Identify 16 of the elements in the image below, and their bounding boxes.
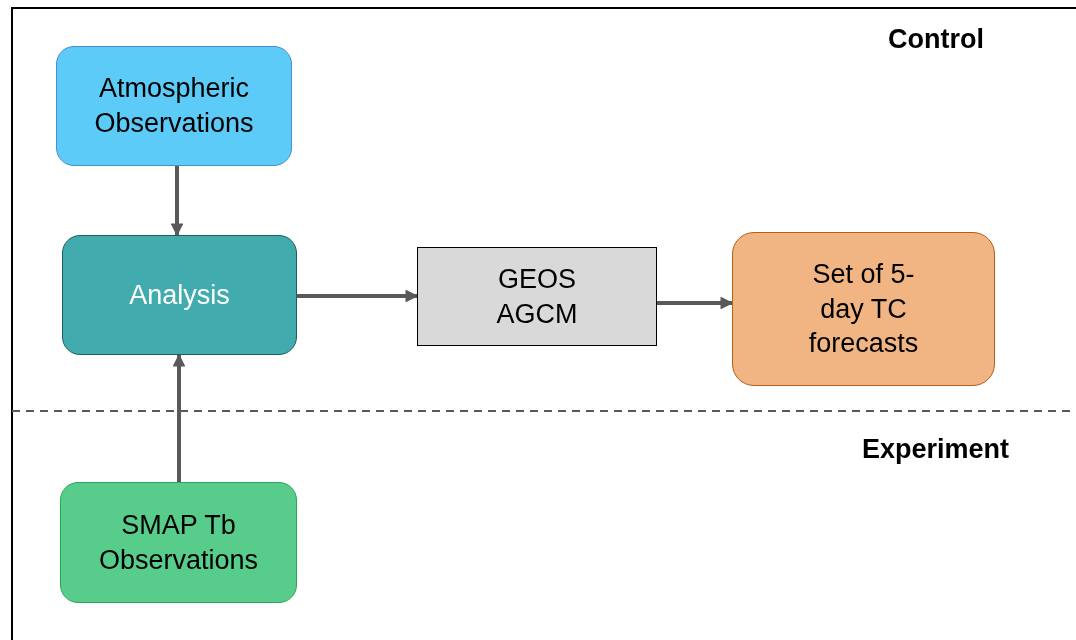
section-label: Control [888,24,984,55]
box-label: Atmospheric Observations [93,72,255,140]
box-label: Set of 5-day TC forecasts [807,258,920,361]
arrow [170,166,184,237]
arrow [297,289,419,303]
arrow [172,353,186,482]
process-box [62,235,297,355]
process-box [732,232,995,386]
box-label: GEOS AGCM [495,262,579,331]
process-box [417,247,657,346]
process-box [60,482,297,603]
section-label: Experiment [862,434,1010,465]
box-label: Analysis [129,278,230,312]
process-box [56,46,292,166]
arrow [657,296,734,310]
box-label: SMAP Tb Observations [97,508,260,577]
